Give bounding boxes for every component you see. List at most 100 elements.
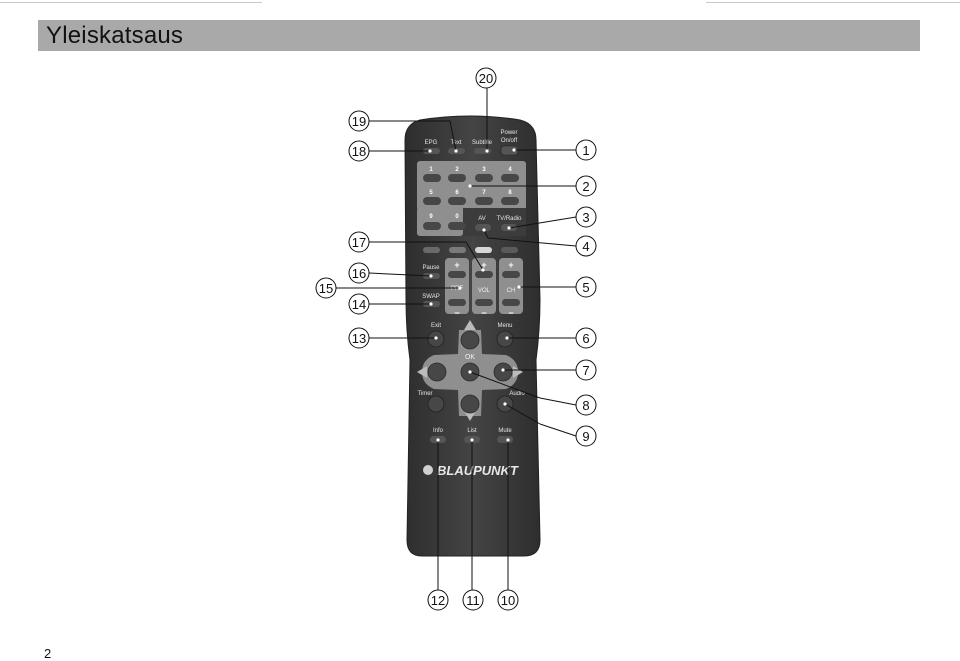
nav-left-arrow-icon xyxy=(417,366,427,378)
key-7[interactable] xyxy=(475,197,493,205)
key-9[interactable] xyxy=(423,222,441,230)
callout-7: 7 xyxy=(582,363,589,378)
key-5[interactable] xyxy=(423,197,441,205)
nav-right-button[interactable] xyxy=(493,362,513,382)
callout-18: 18 xyxy=(352,144,366,159)
timer-button[interactable] xyxy=(427,395,445,413)
leader-dots xyxy=(428,148,521,442)
nav-left-button[interactable] xyxy=(427,362,447,382)
key-4[interactable] xyxy=(501,174,519,182)
header-bar: Yleiskatsaus xyxy=(38,20,920,51)
key-1[interactable] xyxy=(423,174,441,182)
key-5-label: 5 xyxy=(429,190,433,196)
av-panel xyxy=(463,208,526,236)
callout-3: 3 xyxy=(582,210,589,225)
page-number: 2 xyxy=(44,646,52,661)
callout-1: 1 xyxy=(582,143,589,158)
vol-up-button[interactable] xyxy=(475,271,493,278)
callout-2: 2 xyxy=(582,179,589,194)
label-ok: OK xyxy=(465,354,475,361)
nav-up-button[interactable] xyxy=(460,330,480,350)
ch-down-button[interactable] xyxy=(502,299,520,306)
vol-plus-glyph: + xyxy=(481,260,486,270)
key-0-label: 0 xyxy=(455,214,459,220)
label-ch: CH xyxy=(507,288,516,294)
key-3-label: 3 xyxy=(482,167,486,173)
callout-8: 8 xyxy=(582,398,589,413)
red-key[interactable] xyxy=(423,247,440,253)
callout-11: 11 xyxy=(466,593,480,608)
page-title: Yleiskatsaus xyxy=(46,22,184,49)
callout-5: 5 xyxy=(582,280,589,295)
leader-lines xyxy=(336,87,577,590)
prf-plus-glyph: + xyxy=(454,260,459,270)
callout-10: 10 xyxy=(501,593,515,608)
yellow-key[interactable] xyxy=(475,247,492,253)
key-1-label: 1 xyxy=(429,167,433,173)
key-8-label: 8 xyxy=(508,190,512,196)
label-tvradio: TV/Radio xyxy=(496,216,522,222)
label-menu: Menu xyxy=(497,323,512,329)
label-timer: Timer xyxy=(417,391,432,397)
label-epg: EPG xyxy=(425,140,438,146)
callout-13: 13 xyxy=(352,331,366,346)
key-8[interactable] xyxy=(501,197,519,205)
top-rule-left xyxy=(0,2,262,3)
vol-minus-glyph: − xyxy=(481,308,486,318)
key-0[interactable] xyxy=(448,222,466,230)
label-audio: Audio xyxy=(509,391,525,397)
callout-15: 15 xyxy=(319,281,333,296)
menu-button[interactable] xyxy=(496,330,514,348)
callout-19: 19 xyxy=(352,114,366,129)
label-prf: PRF xyxy=(451,286,463,292)
label-exit: Exit xyxy=(431,323,441,329)
blue-key[interactable] xyxy=(501,247,518,253)
nav-down-button[interactable] xyxy=(460,394,480,414)
callouts xyxy=(315,67,597,611)
callout-12: 12 xyxy=(431,593,445,608)
key-7-label: 7 xyxy=(482,190,486,196)
label-mute: Mute xyxy=(498,428,512,434)
nav-down-arrow-icon xyxy=(464,411,476,421)
label-list: List xyxy=(467,428,477,434)
label-info: Info xyxy=(433,428,444,434)
ch-up-button[interactable] xyxy=(502,271,520,278)
vol-down-button[interactable] xyxy=(475,299,493,306)
key-2-label: 2 xyxy=(455,167,459,173)
label-swap: SWAP xyxy=(422,294,439,300)
label-vol: VOL xyxy=(478,288,491,294)
prf-minus-glyph: − xyxy=(454,308,459,318)
callout-9: 9 xyxy=(582,429,589,444)
callout-17: 17 xyxy=(352,235,366,250)
label-subtitle: Subtitle xyxy=(472,140,493,146)
brand-dot-icon xyxy=(423,465,433,475)
key-4-label: 4 xyxy=(508,167,512,173)
label-text: Text xyxy=(450,140,461,146)
label-pause: Pause xyxy=(422,265,440,271)
nav-up-arrow-icon xyxy=(464,320,476,330)
key-3[interactable] xyxy=(475,174,493,182)
callout-16: 16 xyxy=(352,266,366,281)
ch-minus-glyph: − xyxy=(508,308,513,318)
brand-logo: BLAUPUNKT xyxy=(437,463,519,478)
top-rule-right xyxy=(706,2,960,3)
key-9-label: 9 xyxy=(429,214,433,220)
mute-button[interactable] xyxy=(497,436,513,443)
key-6-label: 6 xyxy=(455,190,459,196)
key-6[interactable] xyxy=(448,197,466,205)
av-button[interactable] xyxy=(475,224,491,231)
label-power-sub: On/off xyxy=(501,138,518,144)
callout-6: 6 xyxy=(582,331,589,346)
callout-4: 4 xyxy=(582,239,589,254)
callout-20: 20 xyxy=(479,71,493,86)
green-key[interactable] xyxy=(449,247,466,253)
prf-up-button[interactable] xyxy=(448,271,466,278)
nav-right-arrow-icon xyxy=(513,366,523,378)
label-av: AV xyxy=(478,216,486,222)
label-power: Power xyxy=(500,130,517,136)
ch-plus-glyph: + xyxy=(508,260,513,270)
callout-14: 14 xyxy=(352,297,366,312)
key-2[interactable] xyxy=(448,174,466,182)
prf-down-button[interactable] xyxy=(448,299,466,306)
